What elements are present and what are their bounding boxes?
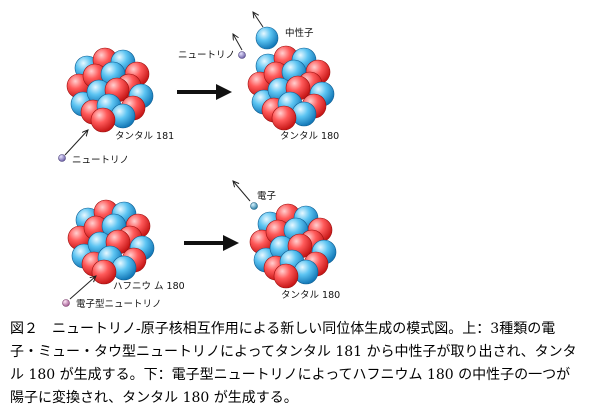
outgoing-neutrino-top bbox=[233, 34, 246, 59]
neutron-label: 中性子 bbox=[285, 27, 314, 39]
reaction-arrow-bottom bbox=[184, 235, 239, 251]
figure-caption: 図２ ニュートリノ-原子核相互作用による新しい同位体生成の模式図。上：3種類の電… bbox=[10, 318, 582, 410]
nucleus-after-label-top: タンタル 180 bbox=[280, 131, 339, 142]
nucleus-before-label-bottom: ハフニウ ム 180 bbox=[113, 281, 185, 292]
ejected-neutron bbox=[253, 12, 279, 50]
neutrino-out-label: ニュートリノ bbox=[178, 50, 235, 61]
proton-ball bbox=[90, 107, 116, 133]
nucleus-tantalum-181 bbox=[66, 47, 154, 133]
nucleus-tantalum-180-bottom bbox=[249, 203, 337, 289]
electron-label: 電子 bbox=[257, 191, 277, 202]
incoming-neutrino-top bbox=[58, 130, 89, 162]
reaction-arrow-top bbox=[177, 84, 232, 100]
nucleus-tantalum-180-top bbox=[247, 45, 335, 131]
proton-ball bbox=[273, 263, 299, 289]
nucleus-hafnium-180 bbox=[67, 199, 155, 285]
diagram-svg: ニュートリノ タンタル 181 ニュートリノ 中性子 タンタル 180 電子型ニ… bbox=[58, 0, 340, 310]
nucleus-after-label-bottom: タンタル 180 bbox=[281, 290, 340, 301]
caption-text: ニュートリノ-原子核相互作用による新しい同位体生成の模式図。上：3種類の電子・ミ… bbox=[10, 321, 577, 406]
neutrino-in-label-top: ニュートリノ bbox=[72, 155, 129, 166]
nucleus-before-label-top: タンタル 181 bbox=[115, 131, 174, 142]
electron-neutrino-label: 電子型ニュートリノ bbox=[76, 299, 162, 310]
incoming-electron-neutrino bbox=[62, 276, 97, 307]
figure-number: 図２ bbox=[10, 321, 38, 337]
emitted-electron bbox=[233, 181, 258, 210]
proton-ball bbox=[91, 259, 117, 285]
proton-ball bbox=[271, 105, 297, 131]
